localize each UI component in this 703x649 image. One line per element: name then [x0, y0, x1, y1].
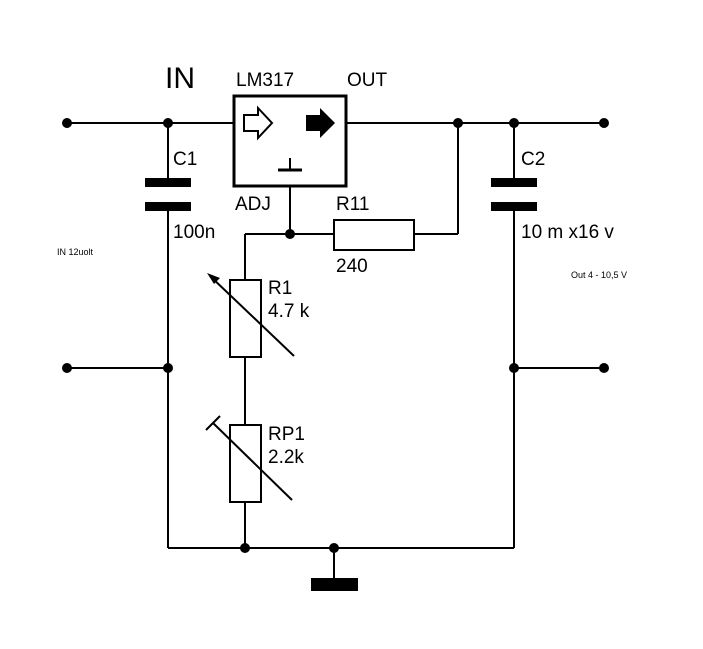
arrow-head-icon	[207, 273, 220, 284]
label-out: OUT	[347, 70, 388, 91]
labels: IN LM317 OUT ADJ C1 100n C2 10 m x16 v R…	[57, 62, 627, 468]
c2-plate-bottom	[491, 202, 537, 211]
terminal-in-minus[interactable]	[62, 363, 72, 373]
r1-adjust-arrow-line	[209, 275, 295, 357]
label-c1-ref: C1	[173, 149, 197, 170]
junction-dot	[163, 118, 173, 128]
label-c1-value: 100n	[173, 222, 215, 243]
junction-dot	[285, 229, 295, 239]
junctions	[62, 118, 609, 553]
label-rp1-value: 2.2k	[268, 447, 304, 468]
rp1-body	[229, 424, 262, 503]
c1-plate-bottom	[145, 202, 191, 211]
junction-dot	[453, 118, 463, 128]
regulator-lm317[interactable]	[232, 94, 348, 188]
label-output-note: Out 4 - 10,5 V	[571, 270, 627, 280]
label-input-note: IN 12uolt	[57, 247, 94, 257]
ground-symbol	[311, 578, 358, 591]
trimmer-tick-icon	[205, 415, 221, 431]
wires	[67, 122, 604, 584]
terminal-out-plus[interactable]	[599, 118, 609, 128]
terminal-in-plus[interactable]	[62, 118, 72, 128]
label-r1-ref: R1	[268, 278, 292, 299]
trimmer-rp1[interactable]	[205, 415, 293, 503]
resistor-r11[interactable]	[333, 219, 415, 251]
c1-plate-top	[145, 178, 191, 187]
label-r1-value: 4.7 k	[268, 301, 310, 322]
label-rp1-ref: RP1	[268, 424, 305, 445]
junction-dot	[163, 363, 173, 373]
junction-dot	[509, 118, 519, 128]
resistor-r1[interactable]	[207, 273, 295, 358]
label-r11-value: 240	[336, 256, 368, 277]
capacitor-c1[interactable]	[145, 178, 191, 211]
label-c2-value: 10 m x16 v	[521, 222, 614, 243]
label-c2-ref: C2	[521, 149, 545, 170]
label-r11-ref: R11	[336, 194, 369, 215]
r1-body	[229, 279, 262, 358]
c2-plate-top	[491, 178, 537, 187]
junction-dot	[240, 543, 250, 553]
label-adj: ADJ	[235, 194, 271, 215]
terminal-out-minus[interactable]	[599, 363, 609, 373]
label-regulator: LM317	[236, 70, 294, 91]
label-in: IN	[165, 62, 195, 95]
arrow-outline-icon	[243, 105, 274, 141]
arrow-solid-icon	[306, 108, 335, 138]
junction-dot	[329, 543, 339, 553]
rp1-adjust-line	[212, 422, 293, 501]
regulator-body	[232, 94, 348, 188]
junction-dot	[509, 363, 519, 373]
capacitor-c2[interactable]	[491, 178, 537, 211]
